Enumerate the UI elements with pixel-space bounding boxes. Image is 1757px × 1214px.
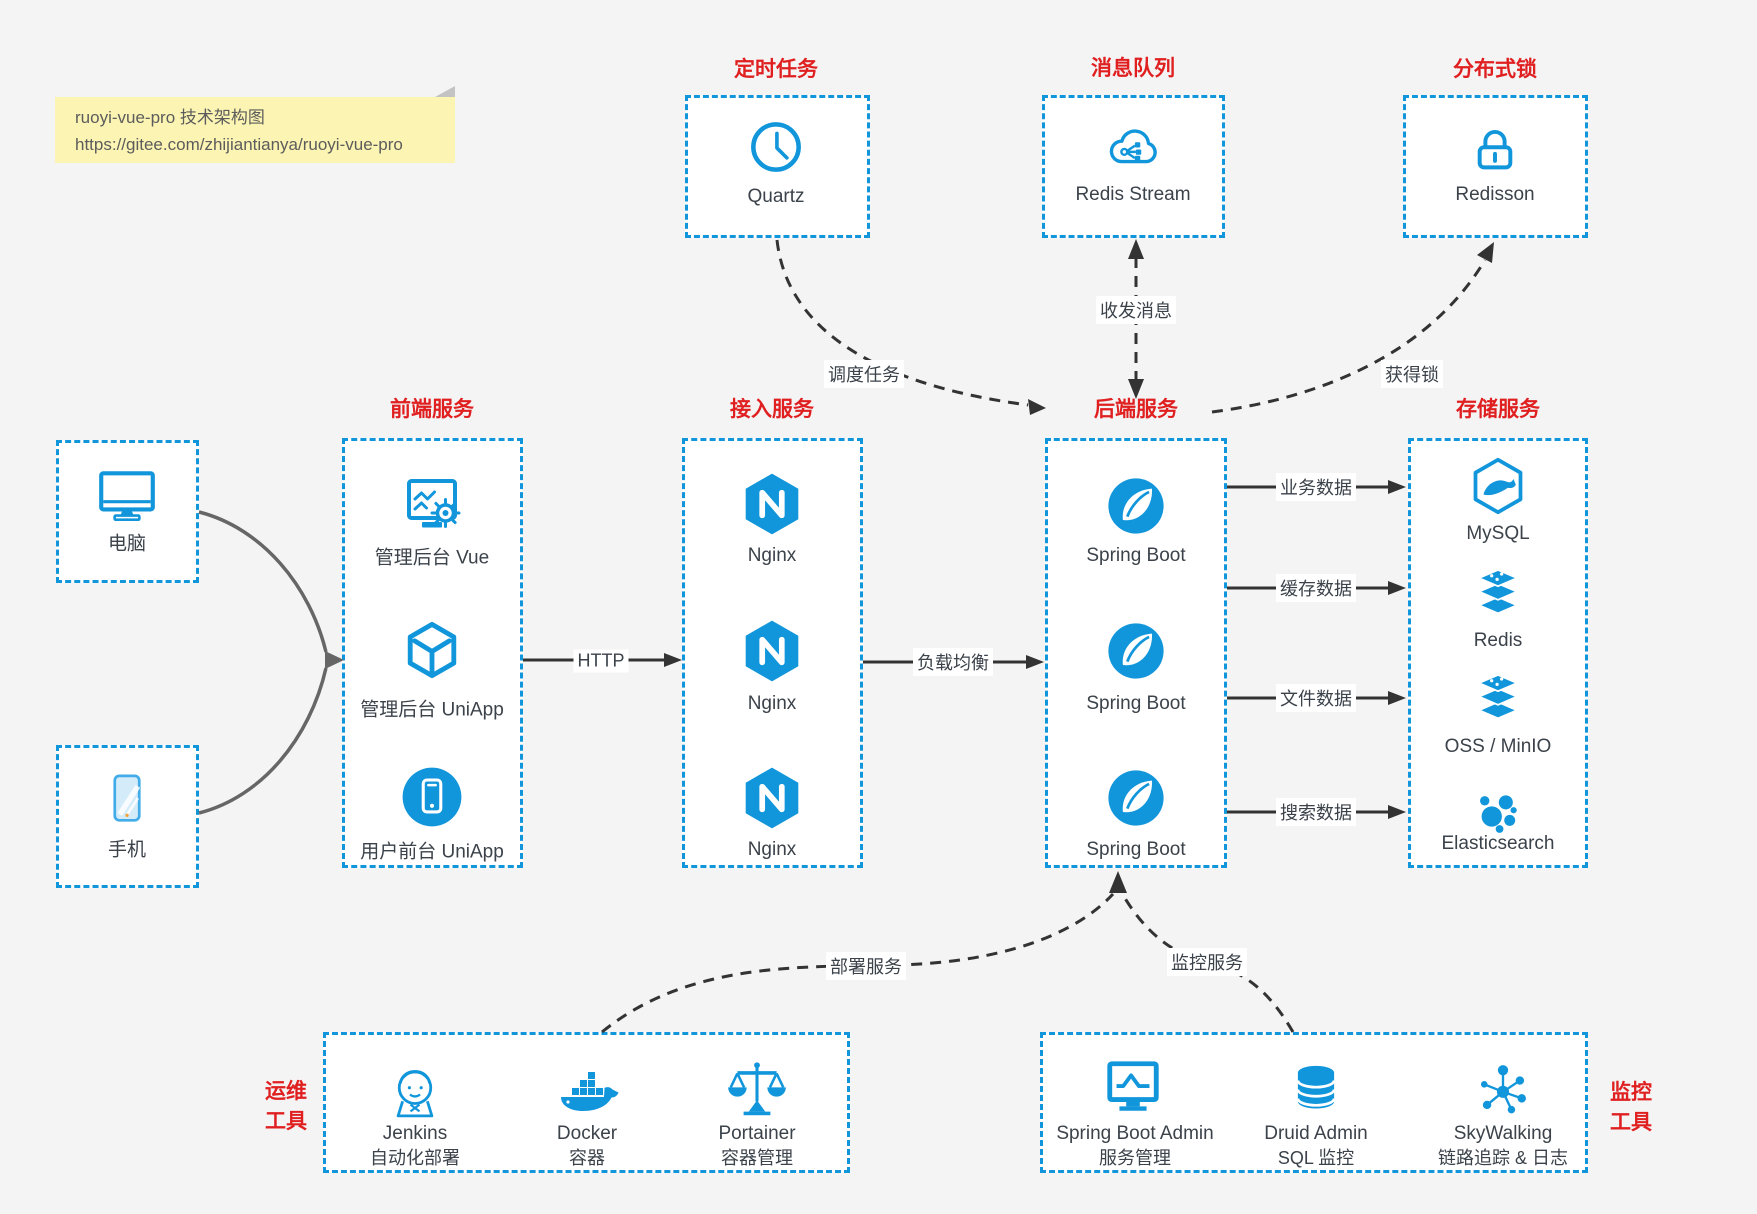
title-ops-tools: 运维 工具	[265, 1080, 307, 1133]
nginx-icon	[739, 618, 805, 684]
computer-icon	[94, 463, 160, 529]
monitor-item-name: Spring Boot Admin	[1056, 1123, 1214, 1144]
monitor-item-desc: SQL 监控	[1277, 1148, 1355, 1168]
sticky-note: ruoyi-vue-pro 技术架构图 https://gitee.com/zh…	[55, 97, 455, 163]
frontend-item-label: 管理后台 Vue	[374, 547, 490, 569]
note-line-2: https://gitee.com/zhijiantianya/ruoyi-vu…	[75, 135, 403, 154]
spring-boot-icon	[1105, 475, 1167, 537]
title-gateway: 接入服务	[730, 398, 814, 421]
clock-icon	[747, 118, 805, 176]
group-box-scheduled-job	[685, 95, 870, 238]
arrowhead-clients-frontend	[325, 651, 344, 669]
ops-item-name: Portainer	[718, 1123, 796, 1144]
monitor-item-desc: 服务管理	[1099, 1148, 1171, 1168]
mysql-icon	[1468, 456, 1528, 516]
monitor-item-name: SkyWalking	[1453, 1123, 1553, 1144]
title-frontend: 前端服务	[390, 398, 474, 421]
storage-item-label: MySQL	[1466, 523, 1530, 544]
ops-item-desc: 容器管理	[721, 1148, 793, 1168]
spring-boot-admin-icon	[1102, 1056, 1164, 1118]
edge-label-acquire-lock: 获得锁	[1381, 360, 1443, 388]
edge-label-send-receive-message: 收发消息	[1096, 296, 1176, 324]
portainer-icon	[724, 1058, 790, 1124]
monitor-item-desc: 链路追踪 & 日志	[1437, 1148, 1569, 1168]
edge-label-search-data: 搜索数据	[1276, 798, 1356, 826]
edge-label-http: HTTP	[573, 649, 629, 673]
storage-item-label: OSS / MinIO	[1444, 736, 1552, 757]
cloud-message-icon	[1102, 117, 1164, 179]
druid-icon	[1287, 1060, 1345, 1118]
edge-label-business-data: 业务数据	[1276, 473, 1356, 501]
note-fold-corner	[435, 86, 455, 97]
redisson-label: Redisson	[1455, 184, 1535, 205]
title-storage: 存储服务	[1456, 398, 1540, 421]
title-message-queue: 消息队列	[1091, 57, 1175, 80]
admin-vue-icon	[400, 473, 464, 537]
title-backend: 后端服务	[1094, 398, 1178, 421]
edge-label-schedule-job: 调度任务	[824, 360, 904, 388]
backend-item-label: Spring Boot	[1086, 545, 1186, 566]
title-scheduled-job: 定时任务	[734, 58, 818, 81]
ops-item-desc: 自动化部署	[370, 1148, 460, 1168]
elasticsearch-icon	[1473, 786, 1523, 836]
ops-item-name: Docker	[556, 1123, 618, 1144]
group-box-storage	[1408, 438, 1588, 868]
edge-label-cache-data: 缓存数据	[1276, 574, 1356, 602]
oss-minio-icon	[1469, 669, 1527, 727]
group-box-message-queue	[1042, 95, 1225, 238]
gateway-item-label: Nginx	[747, 839, 797, 860]
edge-acquire-lock	[1211, 259, 1487, 414]
storage-item-label: Elasticsearch	[1441, 833, 1555, 854]
spring-boot-icon	[1105, 767, 1167, 829]
edge-label-deploy-service: 部署服务	[826, 952, 906, 980]
frontend-item-label: 管理后台 UniApp	[360, 699, 504, 721]
lock-icon	[1467, 121, 1523, 177]
spring-boot-icon	[1105, 620, 1167, 682]
edge-label-file-data: 文件数据	[1276, 684, 1356, 712]
storage-item-label: Redis	[1473, 630, 1523, 651]
title-distributed-lock: 分布式锁	[1453, 58, 1537, 81]
backend-item-label: Spring Boot	[1086, 839, 1186, 860]
frontend-item-label: 用户前台 UniApp	[360, 841, 504, 863]
backend-item-label: Spring Boot	[1086, 693, 1186, 714]
edge-label-monitor-service: 监控服务	[1167, 948, 1247, 976]
skywalking-icon	[1473, 1059, 1533, 1119]
jenkins-icon	[379, 1054, 451, 1126]
edge-clients-to-frontend	[198, 510, 328, 815]
redis-icon	[1469, 564, 1527, 622]
redis-stream-label: Redis Stream	[1075, 184, 1191, 205]
quartz-label: Quartz	[747, 186, 805, 207]
edge-label-load-balance: 负载均衡	[913, 648, 993, 676]
smartphone-icon	[98, 770, 156, 828]
phone-label: 手机	[107, 839, 147, 861]
monitor-item-name: Druid Admin	[1264, 1123, 1368, 1144]
gateway-item-label: Nginx	[747, 693, 797, 714]
docker-icon	[555, 1059, 619, 1123]
ops-item-name: Jenkins	[382, 1123, 448, 1144]
uniapp-cube-icon	[401, 620, 463, 682]
user-app-icon	[399, 764, 465, 830]
nginx-icon	[739, 765, 805, 831]
computer-label: 电脑	[107, 533, 147, 555]
gateway-item-label: Nginx	[747, 545, 797, 566]
nginx-icon	[739, 471, 805, 537]
note-line-1: ruoyi-vue-pro 技术架构图	[75, 108, 265, 127]
title-monitor-tools: 监控 工具	[1610, 1081, 1652, 1134]
ops-item-desc: 容器	[569, 1148, 605, 1168]
